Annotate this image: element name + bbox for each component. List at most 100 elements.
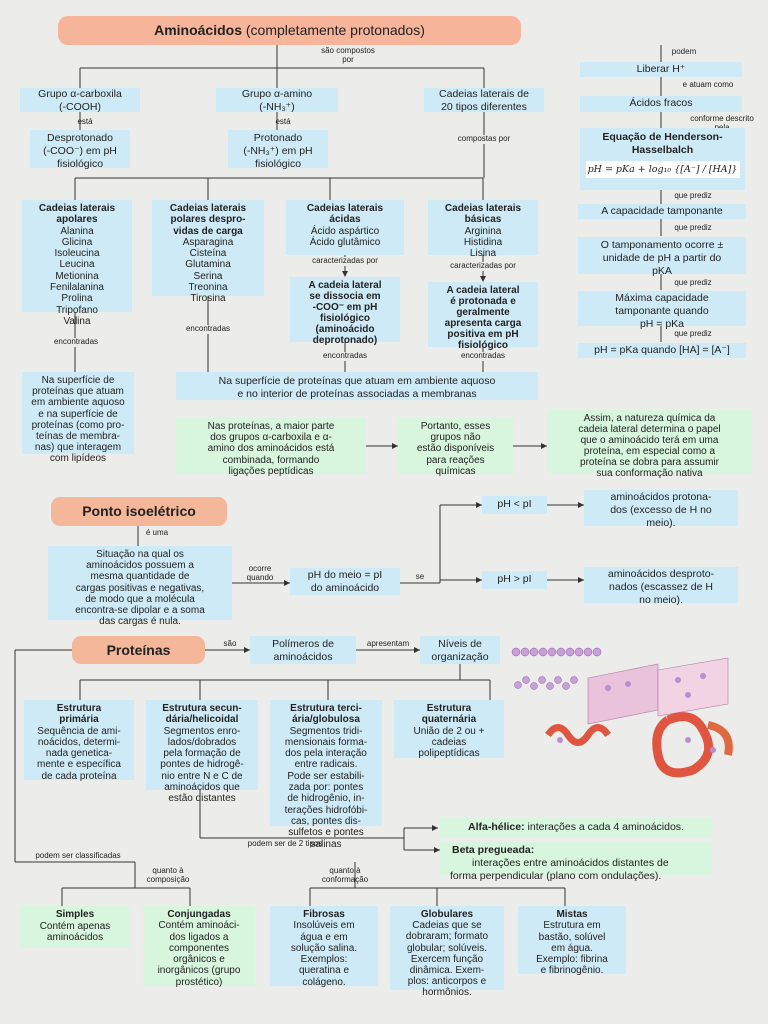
text-line: solução salina. (290, 942, 358, 954)
superficie-box: Na superfície de proteínas que atuam em … (22, 372, 134, 464)
text-line: em ambiente aquoso (31, 397, 125, 409)
text-line: apresenta carga (444, 318, 522, 329)
text-line: interações entre aminoácidos distantes d… (472, 856, 669, 869)
text-line: positiva em pH (447, 329, 519, 340)
grupo-amino: Grupo α-amino (-NH₃⁺) (216, 88, 338, 113)
item: Isoleucina (54, 248, 100, 260)
label-esta-1: está (77, 117, 93, 126)
text-line: das cargas é nula. (99, 616, 181, 628)
text-line: geralmente (456, 307, 510, 318)
item: Histidina (463, 236, 503, 248)
text-line: tamponante quando (615, 304, 709, 317)
title-line: Estrutura terci- (290, 703, 362, 714)
text-line: de modo que a molécula (85, 593, 195, 605)
ph-meio-box: pH do meio = pI do aminoácido (290, 568, 400, 595)
label-line: conforme descrito (690, 114, 754, 123)
title-line: Mistas (556, 909, 588, 920)
text-line: Estrutura em (543, 920, 601, 932)
ph-pka-box: pH = pKa quando [HA] = [A⁻] (578, 343, 746, 358)
text-line: que o aminoácido terá em uma (580, 435, 719, 446)
text-line: Máxima capacidade (615, 292, 709, 304)
item: Serina (193, 270, 223, 282)
item: Prolina (61, 293, 93, 305)
text-line: aminoácidos (273, 650, 333, 663)
item: Lisina (469, 248, 497, 260)
label-compostas-por: compostas por (442, 134, 526, 144)
label-encontradas-1: encontradas (44, 337, 108, 347)
henderson-box: Equação de Henderson- Hasselbalch pH = p… (580, 128, 745, 190)
text-line: nada genetica- (45, 748, 113, 760)
text-line: ligações peptídicas (228, 465, 314, 477)
title-line: Estrutura (56, 703, 102, 714)
hh-title-line: Equação de Henderson- (602, 131, 723, 143)
peptide-note: Nas proteínas, a maior parte dos grupos … (176, 418, 366, 477)
label-line: composição (146, 874, 190, 884)
capacidade-tamponante: A capacidade tamponante (578, 204, 746, 219)
text-line: encontra-se dipolar e a soma (75, 604, 205, 616)
label-line: ocorre (248, 564, 272, 573)
text-line: em água. (551, 942, 593, 954)
title-line: Globulares (420, 909, 474, 920)
estrutura-quaternaria: Estrutura quaternária União de 2 ou + ca… (394, 700, 504, 759)
label-line: quanto à (152, 866, 184, 875)
title-bold: Aminoácidos (154, 22, 242, 38)
text-line: (-COO⁻) em pH (43, 144, 117, 157)
label-ocorre-quando: ocorre quando (236, 564, 284, 583)
text-line: combinada, formando (222, 454, 320, 466)
text-line: dos pela interação (285, 748, 367, 760)
text-line: pH do meio = pI (307, 569, 383, 581)
title-line: ária/globulosa (292, 714, 360, 726)
grupo-carboxila: Grupo α-carboxila (-COOH) (20, 88, 140, 113)
item: Treonina (188, 282, 228, 294)
text-line: dos grupos α-carboxila e α- (210, 432, 332, 444)
text-line: forma perpendicular (plano com ondulaçõe… (450, 869, 662, 882)
title-rest: (completamente protonados) (245, 22, 425, 38)
title-line: Cadeias laterais (169, 203, 247, 214)
text-line: Protonado (253, 132, 303, 144)
label-que-prediz-1: que prediz (674, 191, 712, 200)
label-apresentam: apresentam (366, 639, 410, 648)
text-line: A cadeia lateral (446, 285, 520, 296)
text-line: componentes (168, 942, 230, 954)
text-line: de hidrogênio, in- (287, 793, 365, 805)
text-line: Contém apenas (39, 920, 111, 932)
niveis-box: Níveis de organização (420, 636, 500, 664)
text-line: zada por: pontes (288, 782, 364, 794)
text-line: mente e específica (37, 759, 121, 771)
apolares-box: Cadeias laterais apolares Alanina Glicin… (22, 200, 132, 327)
item: Cisteína (189, 248, 227, 260)
text-line: estão disponíveis (416, 443, 495, 455)
label-que-prediz-2: que prediz (674, 223, 712, 232)
alfa-helice-box: Alfa-hélice: interações a cada 4 aminoác… (440, 818, 712, 838)
hh-title-line: Hasselbalch (631, 143, 694, 156)
main-title: Aminoácidos (completamente protonados) (58, 16, 521, 45)
text-line: grupos não (430, 432, 481, 444)
text-line: dobraram; formato (405, 931, 489, 943)
text-line: fisiológico (320, 313, 370, 324)
text-line: entre radicais. (294, 759, 358, 771)
label-podem-ser-2-tipos: podem ser de 2 tipos (247, 839, 323, 848)
basica-charac-box: A cadeia lateral é protonada e geralment… (428, 282, 538, 351)
item: Tripofano (56, 304, 98, 316)
text-line: nas) que interagem (34, 442, 122, 454)
text-line: nados (escassez de H (609, 580, 713, 593)
text-line: Cadeias que se (412, 920, 482, 932)
text-line: Portanto, esses (420, 421, 491, 432)
title-line: Cadeias laterais (306, 203, 384, 214)
text-line: cargas positivas e negativas, (75, 582, 205, 594)
text-line: proteína se dobra para assumir (580, 457, 719, 468)
label-esta-2: está (275, 117, 291, 126)
protonados-box: aminoácidos protona- dos (excesso de H n… (584, 490, 738, 529)
tamponamento-box: O tamponamento ocorre ± unidade de pH a … (578, 237, 746, 277)
title-line: apolares (56, 214, 98, 226)
item: Leucina (59, 259, 95, 271)
text-line: proteínas que atuam (32, 386, 124, 398)
text-line: aminoácidos (46, 932, 104, 943)
item: Glutamina (185, 259, 231, 271)
item: Valina (63, 315, 91, 327)
conjugadas-box: Conjungadas Contém aminoáci- dos ligados… (143, 906, 255, 988)
text-line: Níveis de (438, 638, 482, 650)
label-podem: podem (671, 47, 697, 56)
ponto-isoeletrico-title: Ponto isoelétrico (51, 497, 227, 526)
label-se: se (415, 572, 425, 581)
